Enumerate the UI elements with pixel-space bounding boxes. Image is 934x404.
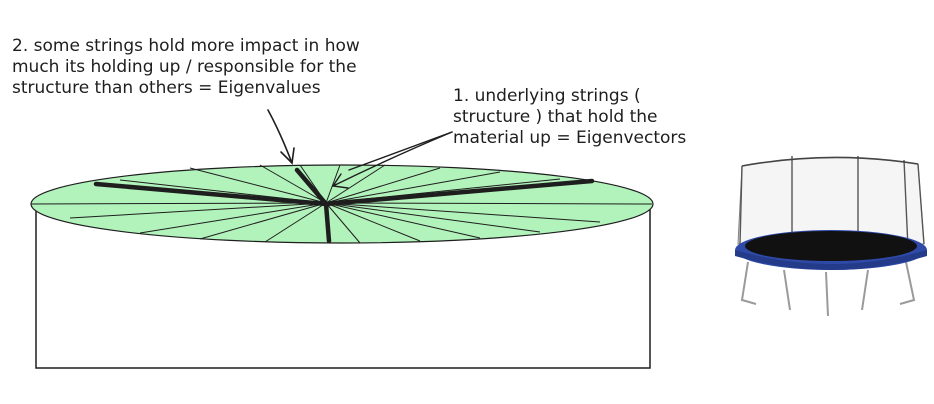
string bbox=[325, 164, 341, 204]
string bbox=[259, 164, 327, 204]
eigenvectors-note-line: structure ) that hold the bbox=[453, 107, 658, 127]
string bbox=[325, 202, 541, 233]
string bbox=[325, 202, 601, 223]
string bbox=[325, 202, 361, 244]
eigenvectors-note-line: 1. underlying strings ( bbox=[453, 86, 641, 106]
eigenvalues-note-line: 2. some strings hold more impact in how bbox=[12, 36, 360, 56]
eigenvalues-note-line: much its holding up / responsible for th… bbox=[12, 57, 357, 77]
thick-strings bbox=[93, 167, 595, 244]
arrow-icon bbox=[331, 131, 453, 189]
string bbox=[189, 167, 327, 204]
thick-string bbox=[294, 167, 329, 207]
thick-string bbox=[323, 201, 332, 244]
string bbox=[325, 202, 653, 205]
string bbox=[325, 202, 421, 242]
arrow-icon bbox=[267, 109, 295, 165]
eigenvectors-note: 1. underlying strings ( structure ) that… bbox=[453, 86, 686, 149]
string bbox=[325, 202, 481, 239]
thick-string bbox=[93, 181, 329, 207]
string bbox=[139, 202, 327, 234]
thick-string bbox=[323, 178, 595, 207]
string bbox=[199, 202, 327, 240]
string bbox=[325, 164, 386, 204]
eigenvectors-note-line: material up = Eigenvectors bbox=[453, 128, 687, 148]
eigenvalues-note: 2. some strings hold more impact in how … bbox=[12, 36, 360, 99]
string bbox=[325, 171, 501, 204]
eigenvalues-note-line: structure than others = Eigenvalues bbox=[12, 78, 321, 98]
string bbox=[325, 167, 441, 204]
string bbox=[264, 202, 327, 243]
string bbox=[30, 202, 327, 205]
string bbox=[69, 202, 327, 219]
